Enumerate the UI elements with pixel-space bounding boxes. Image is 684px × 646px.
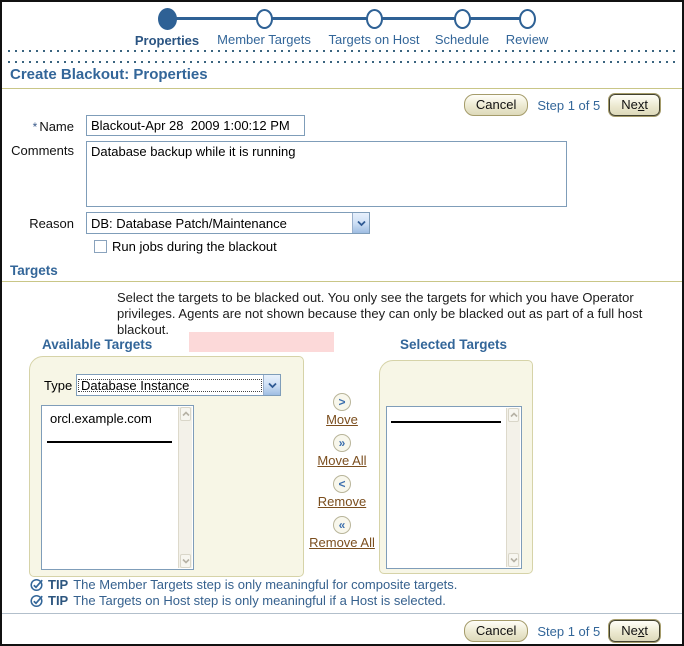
selected-targets-heading: Selected Targets xyxy=(400,337,508,352)
train-step-schedule[interactable]: Schedule xyxy=(402,2,522,47)
name-input[interactable] xyxy=(86,115,305,136)
move-link[interactable]: Move xyxy=(326,412,358,427)
cancel-button[interactable]: Cancel xyxy=(463,94,529,116)
step-label: Targets on Host xyxy=(328,32,420,47)
reason-select[interactable]: DB: Database Patch/Maintenance xyxy=(86,212,370,234)
step-circle-icon xyxy=(365,9,383,29)
targets-section-divider xyxy=(2,281,682,282)
move-all-icon[interactable]: » xyxy=(332,434,351,452)
target-type-select[interactable]: Database Instance xyxy=(76,374,281,396)
remove-link[interactable]: Remove xyxy=(317,494,367,509)
tip-text: The Member Targets step is only meaningf… xyxy=(73,577,458,592)
step-label: Properties xyxy=(134,33,200,48)
run-jobs-label: Run jobs during the blackout xyxy=(112,239,277,254)
dotted-divider xyxy=(8,50,676,52)
next-button[interactable]: Next xyxy=(609,620,660,642)
footer-divider xyxy=(2,613,682,614)
tip-row: TIP The Member Targets step is only mean… xyxy=(30,577,457,592)
selected-targets-listbox[interactable] xyxy=(386,406,522,569)
move-all-link[interactable]: Move All xyxy=(317,453,367,468)
remove-control[interactable]: < Remove xyxy=(318,475,366,509)
step-indicator: Step 1 of 5 xyxy=(537,623,601,639)
top-action-bar: Cancel Step 1 of 5 Next xyxy=(463,94,660,116)
list-item[interactable]: orcl.example.com xyxy=(50,411,152,426)
next-label-part: t xyxy=(644,623,648,638)
remove-all-link[interactable]: Remove All xyxy=(309,535,375,550)
move-control[interactable]: > Move xyxy=(326,393,358,427)
comments-label: Comments xyxy=(11,143,74,158)
tip-checkmark-icon xyxy=(30,578,43,591)
name-label: *Name xyxy=(2,119,74,134)
remove-all-control[interactable]: « Remove All xyxy=(309,516,375,550)
run-jobs-checkbox[interactable] xyxy=(94,240,107,253)
title-divider xyxy=(2,88,682,89)
step-circle-icon xyxy=(255,9,273,29)
list-separator-line xyxy=(47,441,172,443)
selected-targets-panel xyxy=(379,360,533,574)
step-circle-filled-icon xyxy=(157,8,177,30)
train-connector-line xyxy=(167,17,527,20)
bottom-action-bar: Cancel Step 1 of 5 Next xyxy=(463,620,660,642)
reason-label: Reason xyxy=(29,216,74,231)
page-title: Create Blackout: Properties xyxy=(10,66,208,83)
train-step-targets-on-host[interactable]: Targets on Host xyxy=(314,2,434,47)
scroll-down-icon[interactable] xyxy=(508,553,519,567)
next-label-part: Ne xyxy=(621,623,638,638)
targets-description: Select the targets to be blacked out. Yo… xyxy=(117,290,643,337)
remove-icon[interactable]: < xyxy=(332,475,351,493)
comments-textarea[interactable]: Database backup while it is running xyxy=(86,141,567,207)
scroll-up-icon[interactable] xyxy=(180,407,191,421)
next-button[interactable]: Next xyxy=(609,94,660,116)
dotted-divider xyxy=(8,61,676,63)
dropdown-arrow-icon[interactable] xyxy=(352,213,369,233)
tip-text: The Targets on Host step is only meaning… xyxy=(73,593,446,608)
highlight-box xyxy=(189,332,334,352)
available-targets-panel: Type Database Instance orcl.example.com xyxy=(29,356,304,577)
scroll-up-icon[interactable] xyxy=(508,408,519,422)
step-circle-icon xyxy=(518,9,536,29)
next-accesskey: x xyxy=(637,97,645,112)
step-label: Member Targets xyxy=(217,32,311,47)
targets-section-title: Targets xyxy=(10,263,58,278)
scrollbar[interactable] xyxy=(178,407,192,568)
step-label: Schedule xyxy=(434,32,490,47)
step-circle-icon xyxy=(453,9,471,29)
remove-all-icon[interactable]: « xyxy=(333,516,351,534)
available-targets-heading: Available Targets xyxy=(42,337,153,352)
train-step-properties[interactable]: Properties xyxy=(107,2,227,48)
dropdown-arrow-icon[interactable] xyxy=(263,375,280,395)
tip-prefix: TIP xyxy=(48,593,69,608)
type-selected-value: Database Instance xyxy=(77,378,263,393)
list-separator-line xyxy=(391,421,501,423)
cancel-button[interactable]: Cancel xyxy=(463,620,529,642)
train-step-review[interactable]: Review xyxy=(467,2,587,47)
reason-selected-value: DB: Database Patch/Maintenance xyxy=(91,215,287,231)
train-step-member-targets[interactable]: Member Targets xyxy=(204,2,324,47)
step-indicator: Step 1 of 5 xyxy=(537,97,601,113)
type-label: Type xyxy=(44,378,73,393)
tip-row: TIP The Targets on Host step is only mea… xyxy=(30,593,446,608)
move-icon[interactable]: > xyxy=(332,393,351,411)
next-label-part: t xyxy=(644,97,648,112)
name-label-text: Name xyxy=(39,119,74,134)
tip-checkmark-icon xyxy=(30,594,43,607)
wizard-train: Properties Member Targets Targets on Hos… xyxy=(2,2,682,48)
required-marker: * xyxy=(32,120,38,134)
tip-prefix: TIP xyxy=(48,577,69,592)
scrollbar[interactable] xyxy=(506,408,520,567)
next-accesskey: x xyxy=(637,623,645,638)
move-all-control[interactable]: » Move All xyxy=(317,434,367,468)
step-label: Review xyxy=(505,32,549,47)
scroll-down-icon[interactable] xyxy=(180,554,191,568)
next-label-part: Ne xyxy=(621,97,638,112)
shuttle-controls: > Move » Move All < Remove « Remove All xyxy=(308,393,376,550)
available-targets-listbox[interactable]: orcl.example.com xyxy=(41,405,194,570)
